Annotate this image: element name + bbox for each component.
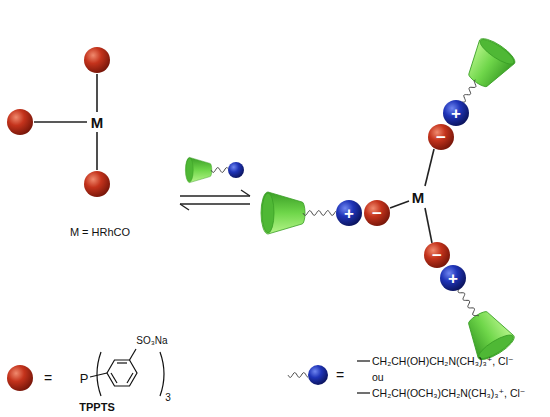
chemical-formula: CH₂CH(OH)CH₂N(CH₃)₃⁺, Cl⁻ [372,356,514,367]
phosphine-ball [7,109,33,135]
charged-ball: + [336,200,362,226]
charged-ball: − [364,200,390,226]
linker-chain [211,168,228,173]
cyclodextrin [261,192,305,234]
metal-symbol: M [91,115,104,130]
subscript-number: 3 [165,393,171,403]
phosphine-ball [7,365,33,391]
ammonium-ball [228,162,244,178]
chemical-formula: CH₂CH(OCH₃)CH₂N(CH₃)₃⁺, Cl⁻ [372,388,525,399]
ammonium-ball [308,365,328,385]
charge-sign: − [424,242,450,268]
charge-sign: − [364,200,390,226]
charged-ball: + [443,100,469,126]
charged-ball: + [440,265,466,291]
phosphine-ball [84,47,110,73]
charged-ball: − [428,124,454,150]
charge-sign: + [440,265,466,291]
ligand-name: TPPTS [79,402,114,413]
equals-sign: = [336,368,344,382]
charge-sign: − [428,124,454,150]
charge-sign: + [336,200,362,226]
sulfonate-group: SO₃Na [136,336,167,346]
linker-chain [462,80,476,102]
metal-symbol: M [412,190,425,205]
phosphine-ball [84,171,110,197]
tppts-structure [90,349,164,396]
linker-chain [303,211,336,216]
linker-chain [458,289,479,316]
conjunction: ou [372,372,384,383]
cyclodextrin [185,157,211,182]
equilibrium-arrow [180,190,250,210]
phosphorus-atom: P [80,372,89,385]
equals-sign: = [44,371,52,385]
linker-chain [288,373,308,378]
cyclodextrin [459,34,518,94]
charge-sign: + [443,100,469,126]
metal-definition: M = HRhCO [70,227,130,238]
charged-ball: − [424,242,450,268]
